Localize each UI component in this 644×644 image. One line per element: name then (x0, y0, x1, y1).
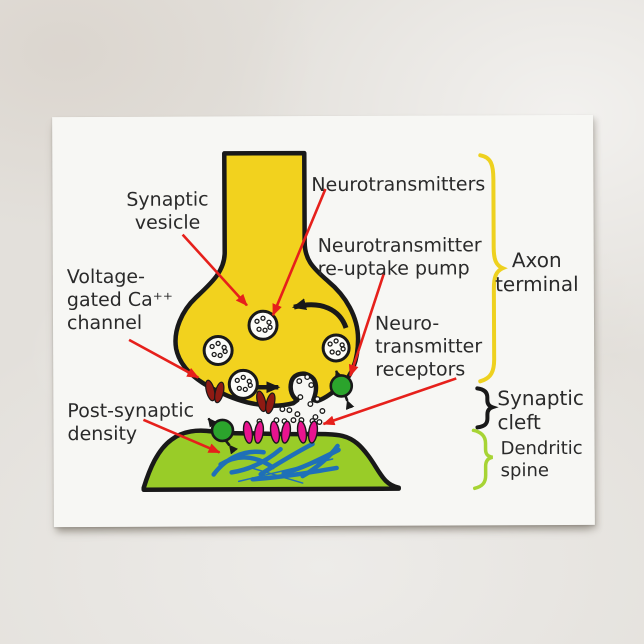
label-line: Neurotransmitters (311, 173, 486, 197)
label-axon-terminal: Axon terminal (477, 248, 597, 297)
label-line: re-uptake pump (317, 257, 470, 281)
pointer-arrows (128, 188, 457, 454)
label-line: Synaptic (126, 188, 209, 211)
pointer-arrow-postsynaptic-density (142, 418, 221, 454)
label-line: transmitter (375, 335, 483, 358)
synaptic-vesicle (202, 334, 234, 366)
synaptic-vesicle (227, 368, 259, 400)
label-line: Neuro- (374, 312, 440, 335)
neurotransmitter-receptor (307, 420, 319, 444)
reuptake-pump (329, 374, 354, 398)
label-line: vesicle (134, 211, 201, 234)
label-line: terminal (495, 271, 579, 297)
vesicle-contents-dots (209, 315, 346, 392)
label-line: Synaptic (497, 385, 584, 411)
label-line: channel (66, 311, 143, 335)
neurotransmitter-molecules (256, 374, 326, 425)
label-line: gated Ca⁺⁺ (66, 288, 173, 312)
label-line: receptors (375, 358, 466, 381)
neurotransmitter-receptor (269, 420, 281, 444)
axon-terminal-brace (478, 153, 508, 384)
neurotransmitter-receptors (242, 420, 319, 444)
pointer-arrow-calcium-channel (128, 338, 200, 379)
neurotransmitter-receptor (296, 420, 308, 444)
label-line: Post-synaptic (67, 399, 195, 423)
postsynaptic-transporter (210, 418, 235, 443)
label-line: Voltage- (66, 265, 145, 289)
pointer-arrow-receptors (322, 377, 457, 426)
synaptic-cleft-brace (475, 386, 499, 430)
label-neurotransmitters: Neurotransmitters (311, 173, 485, 197)
pointer-arrow-synaptic-vesicle (181, 233, 248, 307)
label-postsynaptic-density: Post-synaptic density (67, 400, 194, 447)
calcium-channel (205, 379, 216, 402)
recycling-arrow (292, 298, 349, 329)
postcard: Synaptic vesicle Neurotransmitters Neuro… (52, 114, 597, 528)
label-dendritic-spine: Dendritic spine (501, 438, 583, 482)
label-synaptic-cleft: Synaptic cleft (497, 386, 584, 434)
label-line: cleft (497, 410, 541, 435)
pointer-arrow-neurotransmitters (271, 188, 327, 317)
label-line: density (67, 422, 138, 446)
synaptic-vesicle (247, 309, 279, 341)
label-reuptake-pump: Neurotransmitter re-uptake pump (318, 234, 482, 281)
synapse-diagram (128, 150, 508, 493)
neurotransmitter-receptor (253, 420, 265, 444)
label-line: Axon (511, 247, 562, 273)
dendritic-spine-brace (471, 428, 494, 491)
pointer-arrow-reuptake-pump (348, 273, 386, 377)
calcium-channel (265, 392, 276, 415)
postsynaptic-density-filaments (211, 441, 341, 484)
calcium-channel (214, 381, 225, 404)
label-line: spine (500, 460, 549, 482)
label-neurotransmitter-receptors: Neuro- transmitter receptors (375, 312, 482, 381)
neurotransmitter-receptor (242, 420, 254, 444)
label-line: Dendritic (500, 437, 583, 460)
label-voltage-gated-channel: Voltage- gated Ca⁺⁺ channel (67, 266, 173, 335)
calcium-channel (256, 390, 267, 413)
neurotransmitter-receptor (280, 420, 292, 444)
label-synaptic-vesicle: Synaptic vesicle (107, 188, 227, 235)
label-line: Neurotransmitter (317, 234, 482, 258)
calcium-channels (205, 379, 276, 415)
